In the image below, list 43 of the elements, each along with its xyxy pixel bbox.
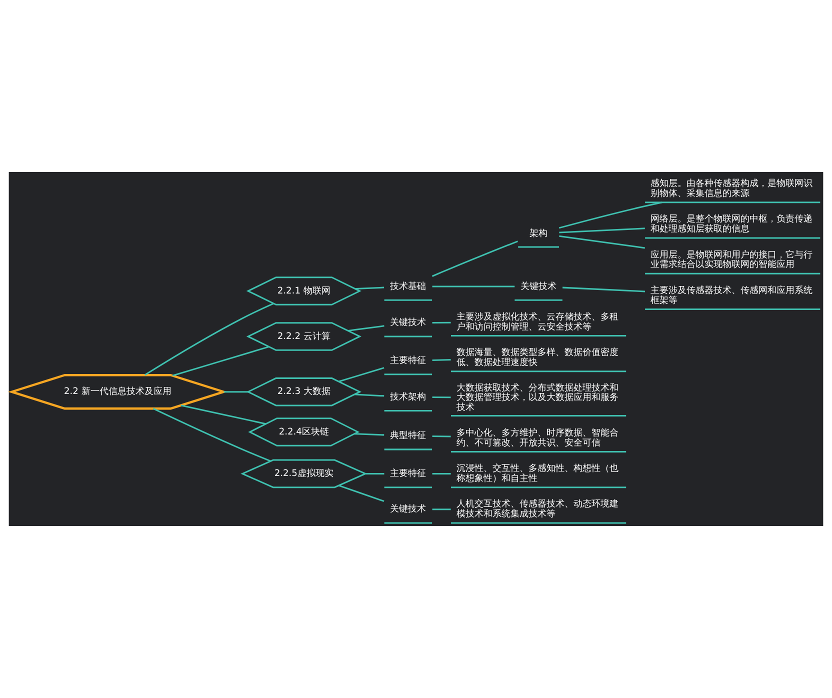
node-text: 应用层。是物联网和用户的接口，它与行业需求结合以实现物联网的智能应用 <box>650 250 812 270</box>
node-text: 主要涉及虚拟化技术、云存储技术、多租户和访问控制管理、云安全技术等 <box>456 312 618 332</box>
node-text: 人机交互技术、传感器技术、动态环境建模技术和系统集成技术等 <box>456 500 618 520</box>
node-text: 关键技术 <box>390 504 426 515</box>
connector <box>355 286 384 290</box>
node-text: 关键技术 <box>390 318 426 328</box>
node-text: 主要涉及传感器技术、传感网和应用系统框架等 <box>650 286 812 306</box>
node-text: 关键技术 <box>520 282 557 292</box>
node-text: 大数据获取技术、分布式数据处理技术和大数据管理技术，以及大数据应用和服务技术 <box>456 383 618 414</box>
node-text: 主要特征 <box>390 469 426 480</box>
connector <box>172 346 269 376</box>
connector <box>432 396 451 398</box>
connector <box>432 322 451 324</box>
connector <box>432 472 451 474</box>
connector <box>152 408 271 462</box>
node-text: 技术架构 <box>390 392 426 402</box>
node-text: 数据海量、数据类型多样、数据价值密度低、数据处理速度快 <box>456 348 618 368</box>
connector <box>348 325 384 332</box>
node-text: 多中心化、多方维护、时序数据、智能合约、不可篡改、开放共识、安全可信 <box>456 428 618 448</box>
connector <box>354 433 384 436</box>
node-text: 典型特征 <box>390 431 426 442</box>
connector <box>144 302 274 376</box>
connector <box>366 472 384 474</box>
node-text: 沉浸性、交互性、多感知性、构想性（也称想象性）和自主性 <box>456 464 618 484</box>
connector <box>432 508 451 510</box>
connector <box>432 359 451 361</box>
connector <box>180 404 266 425</box>
connector <box>224 391 248 393</box>
connector <box>354 394 384 397</box>
node-text: 网络层。是整个物联网的中枢，负责传递和处理感知层获取的信息 <box>650 214 812 235</box>
node-text: 主要特征 <box>390 356 426 366</box>
connector <box>338 484 384 502</box>
node-text: 感知层。由各种传感器构成，是物联网识别物体、采集信息的来源 <box>650 179 812 199</box>
connector <box>559 235 645 249</box>
node-text: 技术基础 <box>390 282 426 292</box>
connector <box>432 435 451 438</box>
connector <box>338 367 384 382</box>
connector <box>432 286 515 288</box>
node-text: 架构 <box>530 228 548 239</box>
connector <box>558 202 662 229</box>
connector <box>562 286 646 292</box>
connector <box>559 228 645 234</box>
connector <box>432 240 518 277</box>
